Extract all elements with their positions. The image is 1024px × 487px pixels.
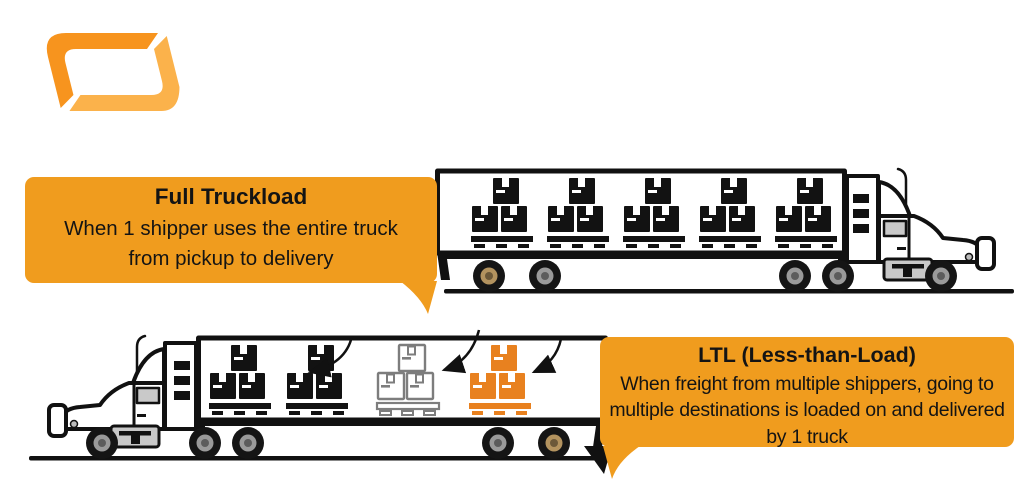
antenna bbox=[896, 167, 908, 214]
load-arrow bbox=[441, 329, 481, 374]
mud-flap bbox=[437, 252, 450, 280]
cab-sleeper bbox=[845, 174, 880, 264]
callout-box bbox=[25, 177, 437, 283]
headlight bbox=[964, 252, 974, 262]
callout-box bbox=[600, 337, 1014, 447]
callout-tail bbox=[400, 281, 437, 314]
ground-line bbox=[444, 289, 1014, 294]
sleeper-vent bbox=[853, 194, 869, 203]
sleeper-vent bbox=[853, 209, 869, 218]
front-bumper bbox=[975, 236, 996, 271]
sleeper-vent bbox=[853, 224, 869, 233]
tank-step bbox=[903, 264, 912, 277]
tractor-wheel bbox=[822, 260, 854, 292]
tractor-wheel bbox=[779, 260, 811, 292]
logo-upper-hook bbox=[46, 33, 158, 108]
trailer-wheel-tan bbox=[473, 260, 505, 292]
full-truckload-callout bbox=[25, 177, 437, 314]
load-arrow bbox=[531, 338, 563, 374]
trailer-wheel bbox=[529, 260, 561, 292]
company-logo bbox=[46, 33, 180, 111]
ltl-callout bbox=[584, 337, 1014, 479]
logo-lower-hook bbox=[69, 36, 180, 111]
door-handle bbox=[897, 247, 906, 250]
loading-arrows bbox=[307, 329, 563, 378]
steer-wheel bbox=[925, 260, 957, 292]
cab-window bbox=[882, 219, 908, 238]
callout-tail bbox=[603, 446, 640, 479]
load-arrow bbox=[307, 335, 354, 378]
